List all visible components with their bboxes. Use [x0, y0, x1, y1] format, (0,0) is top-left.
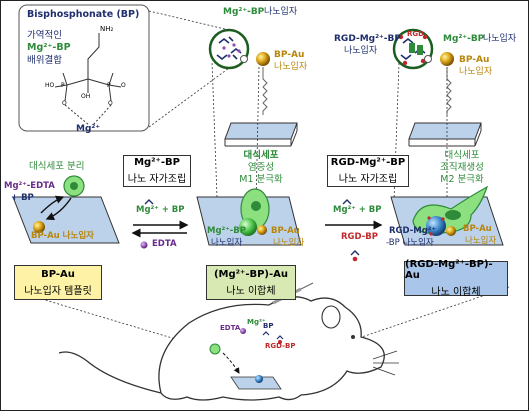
mouse-whiskers	[372, 350, 399, 376]
zoom-right-label1: RGD-Mg²⁺-BP	[334, 34, 401, 44]
mouse-tail	[58, 351, 162, 394]
step2-rgd: RGD-BP	[341, 232, 378, 242]
zoom-left-label1: Mg²⁺-BP	[223, 7, 265, 17]
stage3-right1: BP-Au	[463, 224, 492, 234]
callout-lines-mouse	[14, 286, 510, 362]
linker-chain-left	[262, 67, 268, 115]
mouse-ear	[321, 305, 341, 329]
zoom-right-mg-label1: Mg²⁺-BP	[443, 34, 485, 44]
step1-label-box: Mg²⁺-BP 나노 자가조립	[123, 155, 191, 187]
rgd-nanoparticle	[426, 216, 446, 236]
zoom-left-au1: BP-Au	[274, 50, 305, 60]
stage3-left1: RGD-Mg²⁺	[389, 226, 437, 236]
zoom-right-au1: BP-Au	[459, 55, 490, 65]
bp-ho-left: HO	[45, 82, 55, 89]
stage3-box-title: (RGD-Mg²⁺-BP)-Au	[405, 259, 493, 281]
bp-mg-label: Mg²⁺	[76, 124, 101, 134]
zoom-left-label2: 나노입자	[264, 7, 298, 17]
stage2-caption3: M1 분극화	[239, 174, 283, 185]
stage2-left1: Mg²⁺-BP	[207, 226, 246, 236]
stage2-box-sub: 나노 이합체	[226, 285, 276, 297]
bp-desc-line3: 배위결합	[27, 55, 62, 66]
stage2-caption1: 대식세포	[243, 150, 279, 161]
bp-p-right: P	[107, 82, 111, 89]
mouse-rgd: RGD-BP	[265, 342, 296, 350]
au-particle-rgd-dimer	[446, 226, 456, 236]
stage1-caption: 대식세포 분리	[29, 161, 85, 172]
stage2-box-title: (Mg²⁺-BP)-Au	[213, 268, 289, 280]
step2-line2: 나노 자가조립	[338, 174, 398, 185]
stage1-box-sub: 나노입자 템플릿	[24, 285, 92, 297]
callout-lines-top	[148, 10, 448, 206]
rgd-markers	[398, 34, 428, 66]
bp-o-left-low: O	[62, 100, 67, 107]
stage1-edta2: + BP	[11, 193, 34, 203]
au-particle-zoom-right	[440, 52, 454, 66]
stage3-label-box: (RGD-Mg²⁺-BP)-Au 나노 이합체	[404, 259, 508, 298]
bp-o-right-low: O	[108, 100, 113, 107]
bp-nh2: NH₂	[100, 25, 114, 33]
equilibrium-arrows-step1	[131, 220, 189, 238]
stage3-caption2: 조직재생성	[440, 162, 484, 173]
mouse-mg: Mg²⁺	[247, 318, 266, 326]
linker-chain-right	[446, 67, 452, 115]
step1-line2: 나노 자가조립	[127, 174, 187, 185]
bp-molecule-bonds	[54, 33, 122, 126]
detach-arrow	[45, 197, 72, 221]
mg-bp-nanoparticle-zoom	[208, 28, 250, 70]
mg-bp-nanoparticle	[239, 218, 257, 236]
stage2-left2: 나노입자	[211, 238, 243, 248]
au-particle-template	[33, 221, 45, 233]
stage1-au-label: BP-Au 나노입자	[31, 231, 94, 241]
stage3-right2: 나노입자	[465, 236, 497, 246]
au-particle-dimer	[257, 225, 267, 235]
bp-structure-frame	[18, 4, 150, 132]
stage3-caption3: M2 분극화	[440, 174, 484, 185]
bp-oh: OH	[81, 93, 91, 100]
stage2-caption2: 염증성	[247, 162, 275, 173]
zoom-right-rgd: RGD	[407, 30, 424, 38]
substrate-zoom-left	[224, 122, 298, 140]
zoom-right-label2: 나노입자	[344, 46, 378, 56]
stage3-caption1: 대식세포	[444, 150, 480, 161]
mg-ions	[222, 43, 241, 58]
bp-title: Bisphosphonate (BP)	[27, 9, 140, 20]
bp-desc-line1: 가역적인	[27, 30, 62, 41]
stage1-edta1: Mg²⁺-EDTA	[4, 181, 55, 191]
bp-o-right: O	[121, 82, 126, 89]
stage1-label-box: BP-Au 나노입자 템플릿	[14, 265, 102, 300]
stage2-right2: 나노입자	[273, 238, 305, 248]
bp-desc-line2: Mg²⁺-BP	[27, 42, 71, 53]
rgd-core	[409, 43, 423, 55]
step2-line1: RGD-Mg²⁺-BP	[330, 157, 406, 168]
step2-reagent: Mg²⁺ + BP	[333, 205, 382, 215]
zoom-left-au2: 나노입자	[274, 62, 308, 72]
stage3-box-sub: 나노 이합체	[431, 287, 481, 298]
au-particle-zoom-left	[256, 52, 270, 66]
mouse-eye	[351, 335, 355, 339]
stage2-label-box: (Mg²⁺-BP)-Au 나노 이합체	[206, 265, 296, 300]
step1-edta: EDTA	[152, 239, 177, 249]
mouse-edta: EDTA	[220, 324, 241, 332]
step2-label-box: RGD-Mg²⁺-BP 나노 자가조립	[327, 155, 409, 187]
stage1-box-title: BP-Au	[41, 268, 75, 280]
step1-line1: Mg²⁺-BP	[134, 157, 180, 168]
bp-p-left: P	[61, 82, 65, 89]
stage3-left2: -BP 나노입자	[386, 238, 434, 248]
zoom-right-mg-label2: 나노입자	[483, 34, 517, 44]
substrate-zoom-right	[408, 122, 482, 140]
step1-reagent: Mg²⁺ + BP	[136, 205, 185, 215]
stage2-right1: BP-Au	[271, 226, 300, 236]
mouse-bp: BP	[263, 322, 274, 330]
linker-node	[240, 55, 248, 63]
edta-icon	[140, 241, 148, 249]
zoom-right-au2: 나노입자	[459, 67, 493, 77]
